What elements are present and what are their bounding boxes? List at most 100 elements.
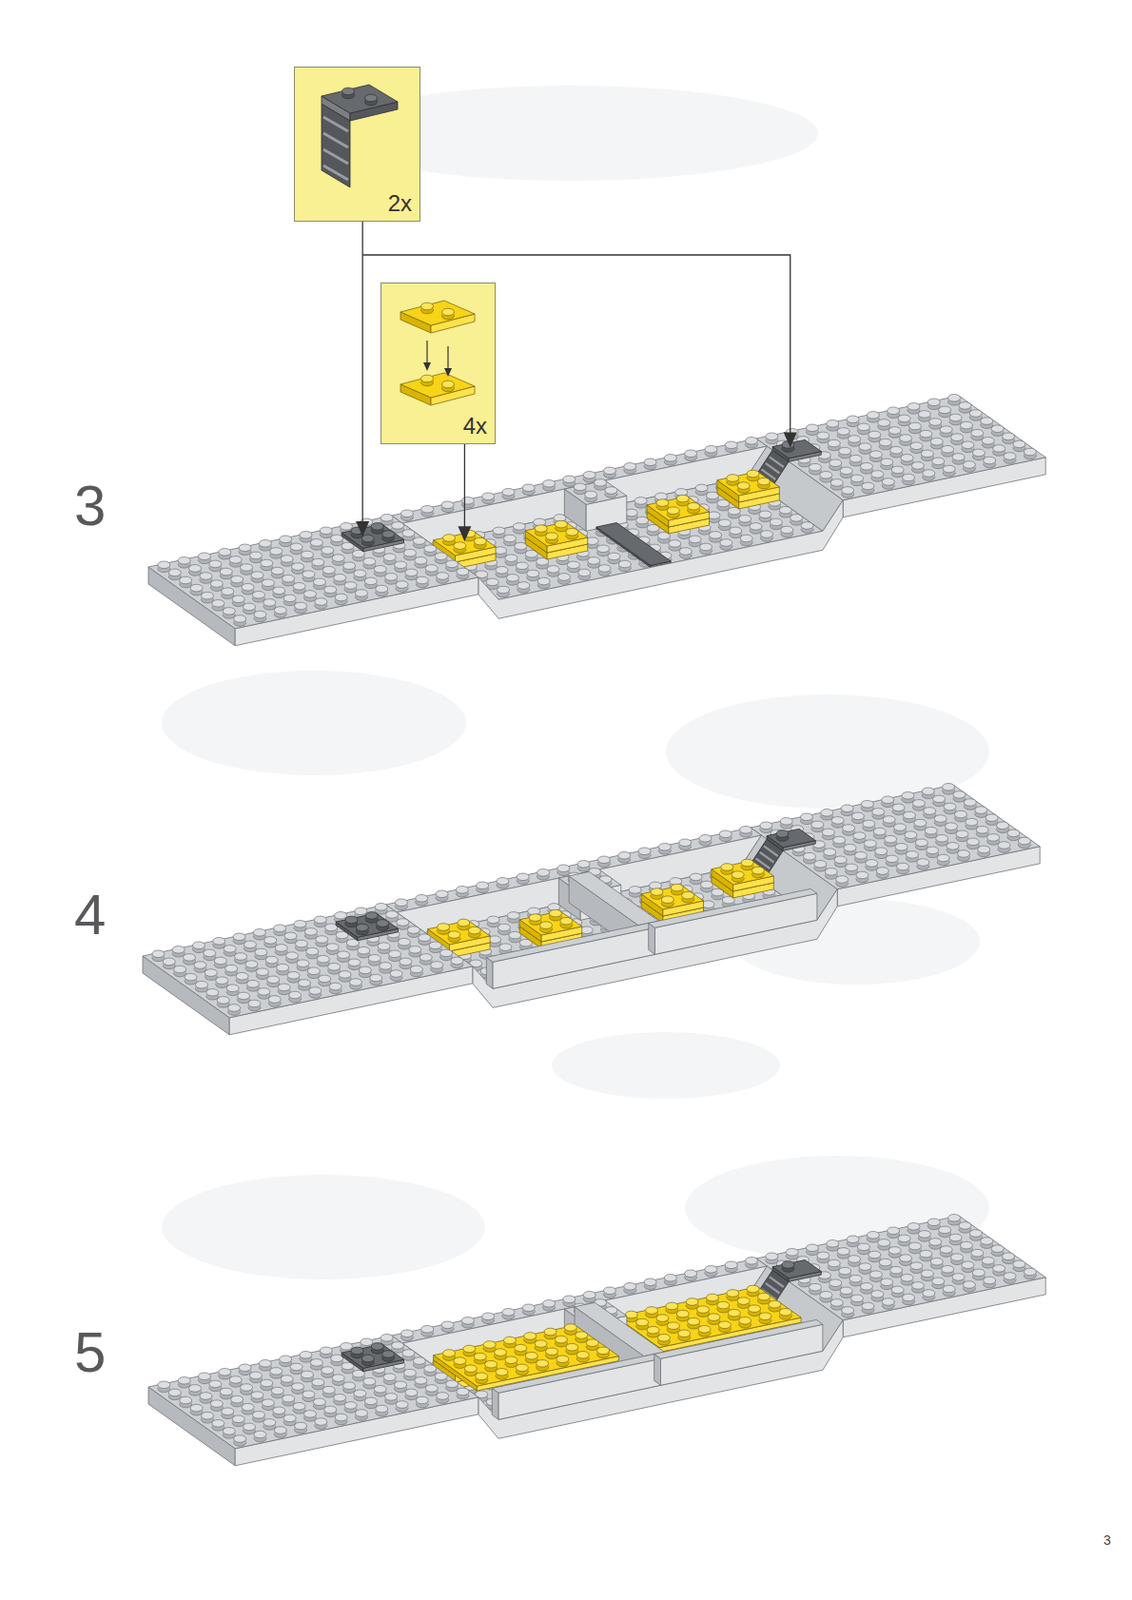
stud bbox=[302, 570, 315, 579]
stud bbox=[997, 841, 1011, 850]
stud bbox=[948, 394, 961, 403]
stud bbox=[540, 921, 553, 930]
stud bbox=[512, 523, 526, 531]
stud bbox=[219, 567, 233, 576]
stud bbox=[679, 547, 692, 556]
stud bbox=[876, 867, 889, 876]
stud bbox=[385, 573, 398, 582]
stud bbox=[757, 477, 770, 486]
build-step-model bbox=[148, 394, 1046, 646]
stud bbox=[231, 575, 244, 584]
stud bbox=[865, 859, 879, 868]
stud bbox=[221, 587, 235, 596]
stud bbox=[274, 944, 288, 953]
stud bbox=[859, 463, 873, 471]
stud bbox=[397, 937, 410, 946]
stud bbox=[760, 530, 773, 539]
stud bbox=[492, 526, 506, 535]
stud bbox=[624, 463, 637, 471]
stud bbox=[234, 615, 247, 624]
stud bbox=[823, 848, 837, 857]
brick-face bbox=[746, 446, 843, 531]
stud bbox=[739, 515, 752, 524]
stud bbox=[817, 431, 830, 440]
stud bbox=[942, 465, 956, 473]
stud bbox=[515, 562, 528, 570]
ghost-shape bbox=[161, 670, 467, 776]
stud bbox=[502, 488, 515, 497]
stud bbox=[222, 607, 235, 616]
brick-face bbox=[772, 439, 821, 458]
stud bbox=[826, 420, 840, 429]
stud bbox=[905, 851, 918, 859]
stud bbox=[282, 574, 295, 583]
stud bbox=[543, 480, 556, 488]
stud bbox=[496, 878, 509, 886]
stud bbox=[953, 791, 966, 800]
stud bbox=[676, 494, 689, 503]
stud bbox=[400, 509, 413, 518]
stud bbox=[945, 822, 958, 831]
stud bbox=[949, 413, 962, 422]
stud bbox=[168, 568, 181, 577]
stud bbox=[316, 955, 330, 963]
stud bbox=[179, 576, 193, 585]
stud bbox=[819, 471, 833, 480]
stud bbox=[921, 787, 935, 796]
brick-face bbox=[486, 956, 493, 989]
stud bbox=[441, 501, 454, 509]
stud bbox=[679, 839, 692, 847]
stud bbox=[634, 497, 647, 506]
stud bbox=[583, 471, 596, 480]
stud bbox=[702, 900, 715, 909]
stud bbox=[907, 403, 920, 411]
stud bbox=[854, 852, 867, 860]
stud bbox=[394, 561, 408, 569]
stud bbox=[300, 550, 313, 559]
stud bbox=[919, 429, 933, 438]
stud bbox=[607, 552, 621, 561]
stud bbox=[407, 926, 420, 935]
stud bbox=[238, 544, 252, 552]
stud bbox=[304, 928, 317, 937]
stud bbox=[409, 946, 422, 955]
stud bbox=[199, 572, 213, 581]
stud bbox=[922, 469, 936, 478]
stud bbox=[724, 441, 738, 449]
stud bbox=[263, 599, 276, 607]
stud bbox=[546, 566, 560, 574]
stud bbox=[245, 960, 258, 969]
stud bbox=[769, 518, 782, 527]
stud bbox=[821, 828, 835, 837]
stud bbox=[396, 918, 410, 927]
stud bbox=[218, 548, 232, 557]
stud bbox=[878, 419, 891, 428]
stud bbox=[306, 947, 319, 956]
stud bbox=[908, 422, 921, 430]
stud bbox=[389, 950, 402, 958]
stud bbox=[914, 819, 927, 827]
stud bbox=[824, 868, 838, 877]
stud bbox=[457, 918, 470, 927]
stud bbox=[936, 835, 949, 843]
stud bbox=[270, 547, 283, 556]
stud bbox=[325, 923, 338, 932]
brick-face bbox=[486, 922, 655, 962]
stud bbox=[885, 855, 898, 863]
stud bbox=[597, 856, 610, 864]
stud bbox=[373, 566, 387, 574]
stud bbox=[897, 414, 911, 423]
stud bbox=[296, 959, 310, 968]
stud bbox=[566, 527, 579, 536]
stud bbox=[827, 439, 840, 448]
stud bbox=[534, 525, 547, 533]
stud bbox=[522, 484, 535, 492]
stud bbox=[993, 445, 1006, 453]
stud bbox=[368, 955, 381, 963]
ladder-rung bbox=[769, 456, 784, 468]
stud bbox=[468, 926, 481, 935]
stud bbox=[780, 818, 793, 826]
stud bbox=[938, 406, 952, 414]
stud bbox=[856, 871, 869, 879]
stud bbox=[507, 912, 520, 920]
